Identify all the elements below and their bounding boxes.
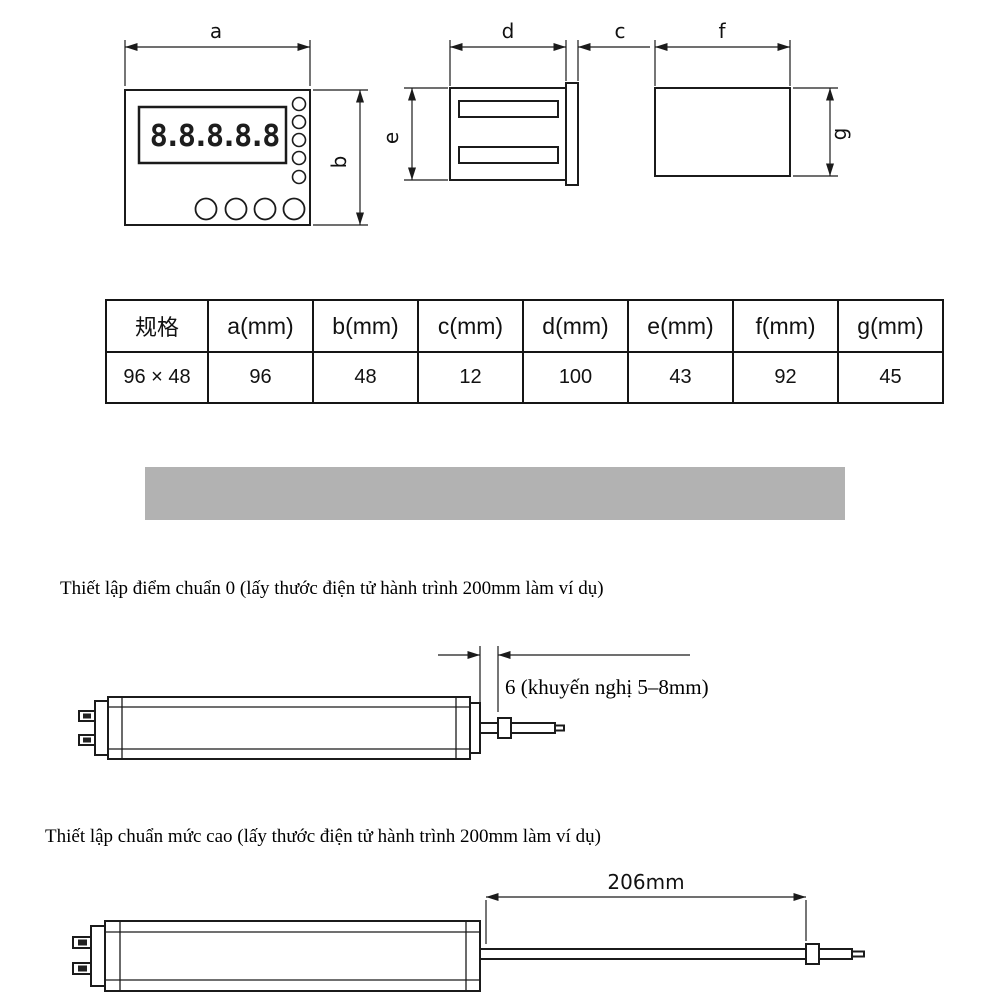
high-setup-title: Thiết lập chuẩn mức cao (lấy thước điện …: [45, 826, 601, 847]
table-cell: 96: [207, 351, 314, 404]
panel-button: [194, 197, 218, 221]
rod-nut: [805, 943, 820, 965]
linear-scale-high-drawing: [72, 920, 865, 992]
zero-setup-dimension-label: 6 (khuyến nghị 5–8mm): [505, 675, 709, 699]
high-setup-dimension-label: 206mm: [607, 870, 684, 894]
zero-setup-dimension: [438, 646, 690, 712]
seven-segment-display: 8.8.8.8.8: [150, 119, 279, 154]
scale-rod: [479, 722, 556, 734]
scale-end-plate: [90, 925, 106, 987]
dim-label-c: c: [615, 19, 626, 43]
scale-end-plate: [94, 700, 109, 756]
high-setup-dimension: [485, 893, 807, 944]
front-view-drawing: [124, 89, 311, 226]
table-cell: 100: [522, 351, 629, 404]
dim-label-a: a: [210, 19, 222, 43]
cutout-view-drawing: [654, 87, 791, 177]
display-window: [137, 105, 288, 165]
panel-outline: [124, 89, 311, 226]
table-header-cell: c(mm): [417, 299, 524, 353]
side-bezel: [565, 82, 579, 186]
rod-gland: [469, 702, 481, 754]
scale-body: [104, 920, 481, 992]
table-header-cell: 规格: [105, 299, 209, 353]
panel-button: [253, 197, 277, 221]
table-header-cell: a(mm): [207, 299, 314, 353]
rod-tip: [851, 950, 865, 958]
side-view-drawing: [449, 82, 579, 186]
rod-nut: [497, 717, 512, 739]
table-cell: 92: [732, 351, 839, 404]
gray-separator-bar: [145, 467, 845, 520]
panel-button: [282, 197, 306, 221]
table-cell: 12: [417, 351, 524, 404]
side-view-dimensions: [404, 40, 650, 181]
scale-rod: [479, 948, 853, 960]
led-indicator: [291, 132, 307, 148]
dim-label-d: d: [502, 19, 515, 43]
dim-label-f: f: [718, 19, 726, 43]
table-row: 96 × 48 96 48 12 100 43 92 45: [105, 351, 944, 404]
dim-label-g: g: [827, 128, 851, 141]
side-slot: [458, 100, 559, 118]
rod-tip: [554, 724, 565, 732]
linear-scale-zero-drawing: [78, 696, 565, 760]
front-view-dimensions: [124, 40, 368, 226]
scale-body: [107, 696, 471, 760]
dim-label-e: e: [379, 132, 403, 144]
led-indicator: [291, 150, 307, 166]
table-cell: 48: [312, 351, 419, 404]
table-cell: 45: [837, 351, 944, 404]
table-cell: 43: [627, 351, 734, 404]
table-header-cell: g(mm): [837, 299, 944, 353]
table-header-cell: b(mm): [312, 299, 419, 353]
side-slot: [458, 146, 559, 164]
table-header-cell: d(mm): [522, 299, 629, 353]
table-header-cell: f(mm): [732, 299, 839, 353]
panel-button: [224, 197, 248, 221]
dimension-spec-table: 规格 a(mm) b(mm) c(mm) d(mm) e(mm) f(mm) g…: [105, 299, 944, 404]
table-header-row: 规格 a(mm) b(mm) c(mm) d(mm) e(mm) f(mm) g…: [105, 299, 944, 353]
table-header-cell: e(mm): [627, 299, 734, 353]
dim-label-b: b: [327, 156, 351, 169]
led-indicator: [291, 169, 307, 185]
cutout-outline: [654, 87, 791, 177]
table-cell: 96 × 48: [105, 351, 209, 404]
led-indicator: [291, 96, 307, 112]
zero-setup-title: Thiết lập điểm chuẩn 0 (lấy thước điện t…: [60, 578, 604, 599]
led-indicator: [291, 114, 307, 130]
cutout-view-dimensions: [654, 40, 838, 177]
